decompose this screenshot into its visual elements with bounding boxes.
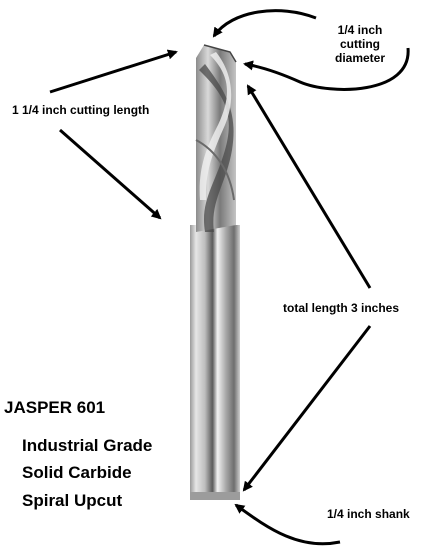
- arrow-length-bottom: [59, 128, 162, 220]
- arrow-diameter-right: [243, 47, 410, 91]
- feature-spiral-upcut: Spiral Upcut: [22, 491, 123, 510]
- cutting-flutes: [195, 44, 237, 232]
- cutting-diameter-label: 1/4 inch cutting diameter: [320, 23, 400, 65]
- feature-solid-carbide: Solid Carbide: [22, 463, 132, 482]
- feature-industrial-grade: Industrial Grade: [22, 436, 153, 455]
- annotation-arrows: [49, 9, 410, 546]
- total-length-label: total length 3 inches: [283, 301, 400, 315]
- arrow-shank: [234, 503, 341, 546]
- cutting-diameter-line-1: 1/4 inch: [337, 23, 383, 37]
- arrow-total-bottom: [242, 325, 372, 492]
- arrow-diameter-left: [212, 9, 317, 38]
- shank-label: 1/4 inch shank: [327, 507, 410, 521]
- cutting-length-label: 1 1/4 inch cutting length: [12, 103, 150, 117]
- model-name: JASPER 601: [4, 398, 106, 417]
- arrow-length-top: [49, 49, 178, 94]
- cutting-diameter-line-3: diameter: [334, 50, 386, 65]
- shank: [190, 225, 240, 500]
- cutting-diameter-line-2: cutting: [340, 36, 380, 51]
- arrow-total-top: [246, 84, 372, 289]
